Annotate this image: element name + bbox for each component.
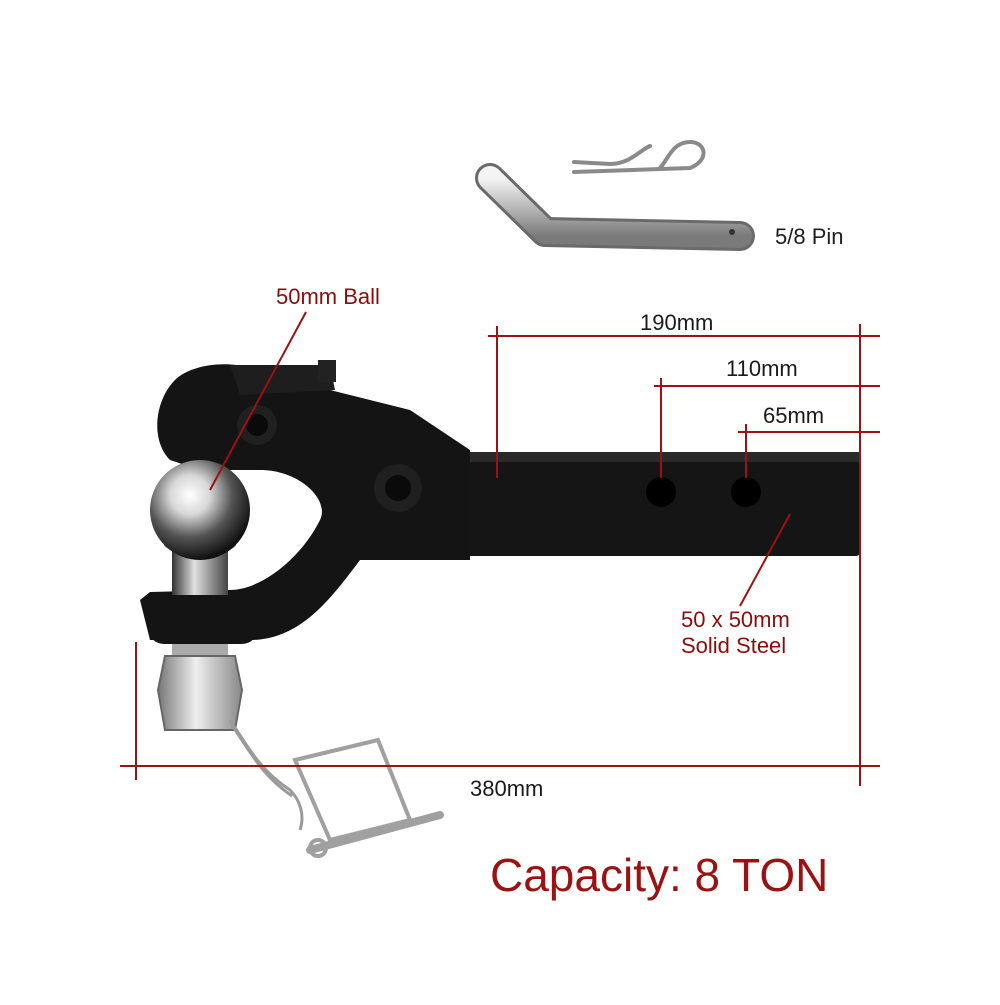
- dimension-65-label: 65mm: [763, 403, 825, 428]
- pin-label: 5/8 Pin: [775, 224, 844, 249]
- latch-bolt-lower: [374, 464, 422, 512]
- ball-size-label: 50mm Ball: [276, 284, 380, 309]
- dimension-380-label: 380mm: [470, 776, 544, 801]
- safety-chain: [228, 719, 304, 831]
- retaining-nut: [156, 644, 244, 731]
- hairpin-clip: [572, 139, 706, 174]
- dimension-lines: [120, 311, 880, 786]
- hitch-pin: [475, 163, 755, 251]
- receiver-shank: [455, 452, 860, 556]
- dimension-110-label: 110mm: [726, 356, 798, 381]
- shank-size-label: 50 x 50mm: [681, 607, 790, 632]
- capacity-label: Capacity: 8 TON: [490, 849, 829, 901]
- chrome-ball: [150, 460, 250, 595]
- dimension-190-label: 190mm: [640, 310, 714, 335]
- pintle-hook-body: [140, 360, 470, 644]
- latch-bolt-upper: [237, 405, 277, 445]
- lynch-pin: [292, 737, 444, 858]
- shank-material-label: Solid Steel: [681, 633, 787, 658]
